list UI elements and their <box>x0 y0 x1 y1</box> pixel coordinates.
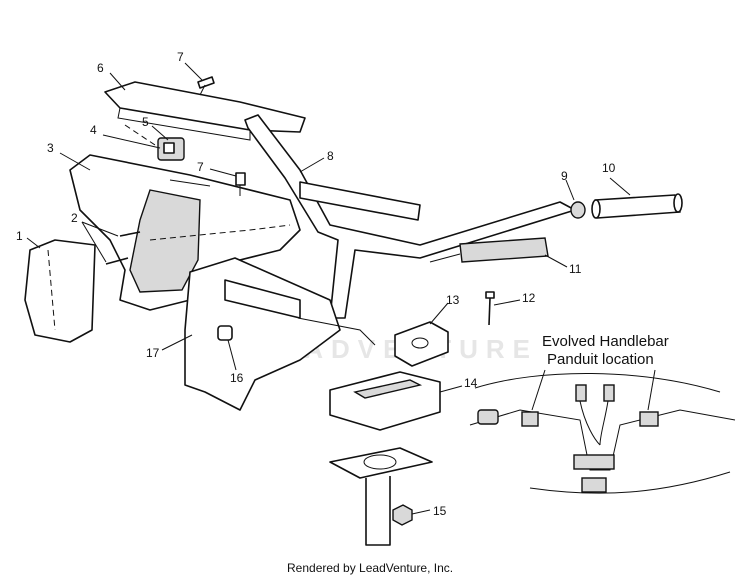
part-12-bolt <box>485 291 495 326</box>
part-14-lower-clamp <box>329 371 441 431</box>
callout-16: 16 <box>230 371 244 385</box>
callout-12: 12 <box>522 291 536 305</box>
inset-title-line2: Panduit location <box>547 351 654 368</box>
callout-15: 15 <box>433 504 447 518</box>
part-4-5-switch <box>157 137 185 161</box>
part-10-grip <box>591 193 683 219</box>
steering-post-plate <box>329 447 433 546</box>
part-16-fastener <box>217 325 233 341</box>
inset-title-line1: Evolved Handlebar <box>542 333 669 350</box>
callout-2: 2 <box>71 211 78 225</box>
leader-lines <box>26 62 631 515</box>
callout-9: 9 <box>561 169 568 183</box>
callout-5: 5 <box>142 115 149 129</box>
callout-14: 14 <box>464 376 478 390</box>
part-17-dash-body <box>184 257 376 411</box>
part-2-screws <box>105 231 141 265</box>
part-3-hood <box>69 154 301 311</box>
callout-8: 8 <box>327 149 334 163</box>
part-1-lens <box>24 239 96 343</box>
callout-4: 4 <box>90 123 97 137</box>
part-7-screw-middle <box>235 172 246 196</box>
callout-6: 6 <box>97 61 104 75</box>
part-11-grip-heater <box>429 237 549 263</box>
part-15-nut <box>392 504 413 526</box>
callout-1: 1 <box>16 229 23 243</box>
callout-3: 3 <box>47 141 54 155</box>
callout-17: 17 <box>146 346 160 360</box>
part-6-top-cover <box>104 81 306 146</box>
callout-7-top: 7 <box>177 50 184 64</box>
footer-credit: Rendered by LeadVenture, Inc. <box>287 561 453 575</box>
part-13-upper-clamp <box>394 321 449 367</box>
part-7-screw-top <box>197 76 215 96</box>
callout-7-middle: 7 <box>197 160 204 174</box>
part-8-crossbar <box>299 181 421 221</box>
part-9-end-cap <box>570 201 586 219</box>
callout-10: 10 <box>602 161 616 175</box>
callout-11: 11 <box>569 262 582 276</box>
inset-panduit: Evolved Handlebar Panduit location <box>469 333 736 494</box>
callout-13: 13 <box>446 293 460 307</box>
